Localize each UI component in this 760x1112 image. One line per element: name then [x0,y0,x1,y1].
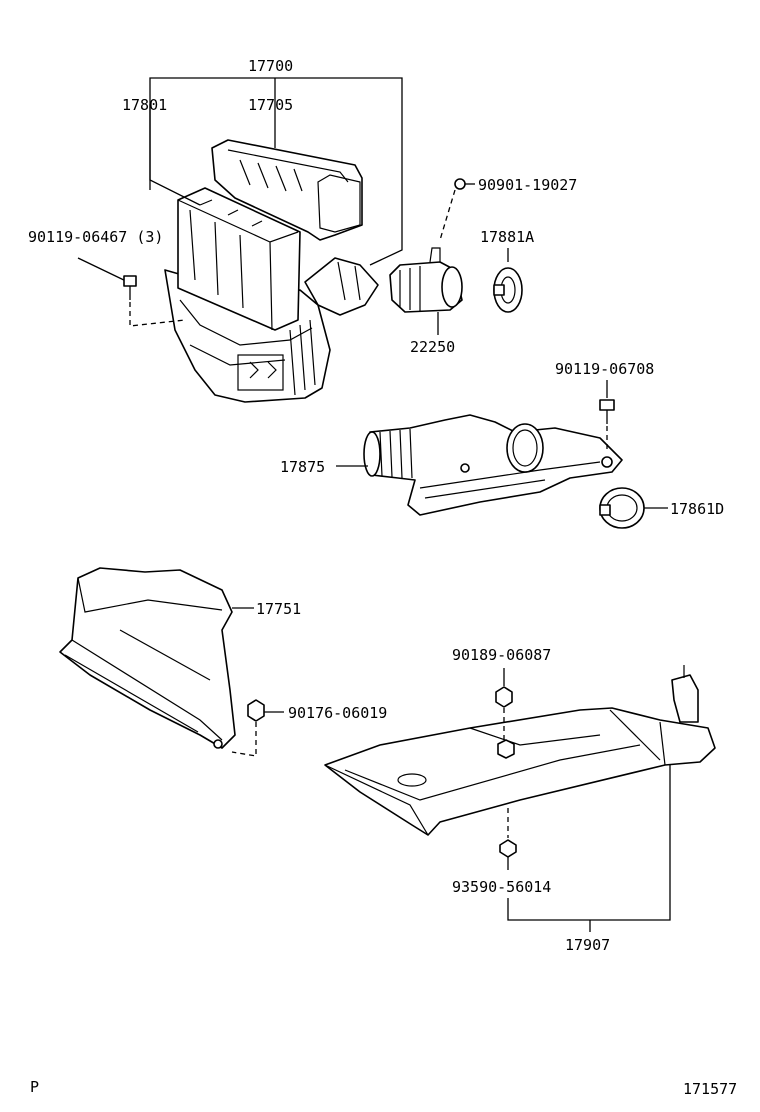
bolt-90119-06467 [77,257,186,327]
label-22250: 22250 [410,338,455,356]
label-90189-06087: 90189-06087 [452,646,551,664]
label-17705: 17705 [248,96,293,114]
label-17801: 17801 [122,96,167,114]
label-17700: 17700 [248,57,293,75]
label-17881A: 17881A [480,228,534,246]
nut-90189-06087 [495,668,515,759]
air-flow-meter [389,247,463,335]
nut-90176-06019 [231,699,284,757]
label-17875: 17875 [280,458,325,476]
air-cleaner-cap [211,139,363,241]
intake-duct-17751 [59,567,254,749]
label-93590-56014: 93590-56014 [452,878,551,896]
air-cleaner-element [177,187,301,331]
intake-hose [336,414,623,516]
label-17861D: 17861D [670,500,724,518]
air-duct-17907 [324,665,716,932]
footer-left-code: P [30,1078,39,1096]
label-90119-06708: 90119-06708 [555,360,654,378]
label-17907: 17907 [565,936,610,954]
clamp-17861D [599,487,668,529]
clip-93590-56014 [499,808,517,870]
label-90176-06019: 90176-06019 [288,704,387,722]
screw-90901-19027 [439,178,475,241]
label-90901-19027: 90901-19027 [478,176,577,194]
air-cleaner-assembly [164,139,379,403]
figure-number: 171577 [683,1080,737,1098]
label-17751: 17751 [256,600,301,618]
label-90119-06467: 90119-06467 (3) [28,228,163,246]
clamp-17881A [493,248,523,313]
bolt-90119-06708 [599,380,615,452]
